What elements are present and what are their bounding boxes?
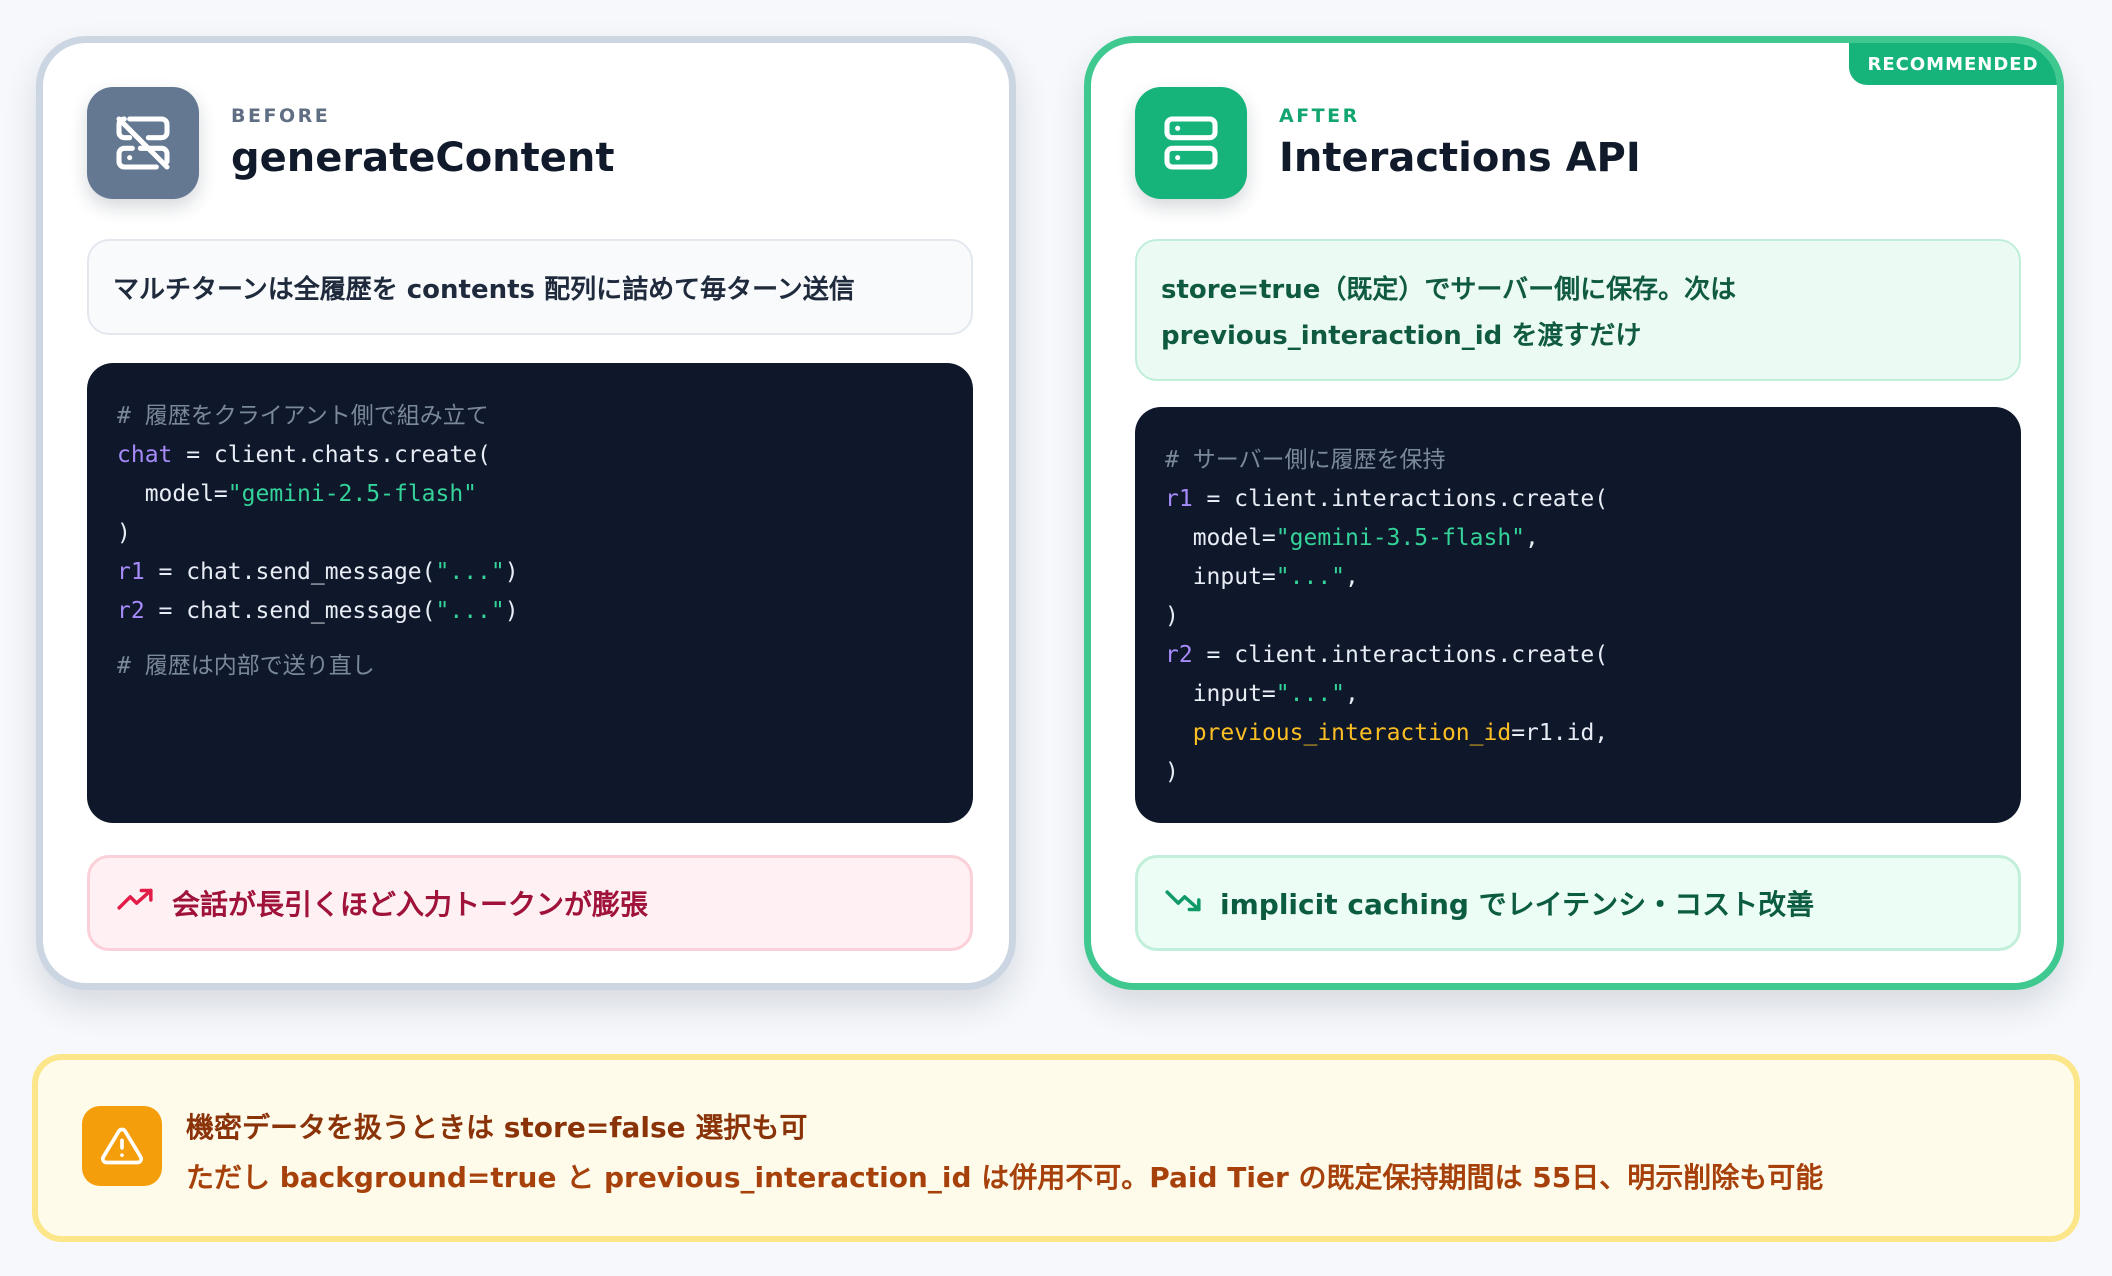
after-summary-line1: store=true（既定）でサーバー側に保存。次は <box>1161 275 1737 305</box>
code-text: ) <box>504 598 519 624</box>
warning-title: 機密データを扱うときは store=false 選択も可 <box>186 1111 808 1144</box>
after-note: implicit caching でレイテンシ・コスト改善 <box>1135 855 2021 951</box>
code-text: = chat.send_message( <box>144 559 436 585</box>
code-line: chat = client.chats.create( <box>117 436 943 475</box>
code-text: ) <box>1165 603 1179 629</box>
code-variable: chat <box>117 442 173 468</box>
recommended-badge: RECOMMENDED <box>1849 43 2057 85</box>
code-variable: r2 <box>117 598 145 624</box>
code-text: , <box>1345 564 1359 590</box>
code-line: model="gemini-3.5-flash", <box>1165 519 1991 558</box>
code-line: # サーバー側に履歴を保持 <box>1165 441 1991 480</box>
code-line: r2 = client.interactions.create( <box>1165 636 1991 675</box>
code-string: "gemini-2.5-flash" <box>227 481 478 507</box>
before-card: BEFORE generateContent マルチターンは全履歴を conte… <box>36 36 1016 990</box>
code-comment: # 履歴は内部で送り直し <box>117 653 375 679</box>
before-eyebrow: BEFORE <box>231 105 331 127</box>
code-line: r1 = chat.send_message("...") <box>117 553 943 592</box>
code-line: r1 = client.interactions.create( <box>1165 480 1991 519</box>
code-line: ) <box>117 514 943 553</box>
trending-down-icon <box>1164 881 1202 926</box>
code-string: "gemini-3.5-flash" <box>1275 525 1526 551</box>
after-code-block: # サーバー側に履歴を保持 r1 = client.interactions.c… <box>1135 407 2021 823</box>
trending-up-icon <box>116 881 154 926</box>
code-string: "..." <box>435 598 505 624</box>
before-summary: マルチターンは全履歴を contents 配列に詰めて毎ターン送信 <box>87 239 973 335</box>
code-line: # 履歴は内部で送り直し <box>117 647 943 686</box>
alert-triangle-icon <box>82 1106 162 1186</box>
code-string: "..." <box>1275 564 1346 590</box>
before-header: BEFORE generateContent <box>231 105 615 181</box>
server-icon <box>1135 87 1247 199</box>
code-variable: r1 <box>117 559 145 585</box>
code-string: "..." <box>1275 681 1346 707</box>
code-text: ) <box>1165 759 1179 785</box>
code-line: r2 = chat.send_message("...") <box>117 592 943 631</box>
code-text: ) <box>504 559 519 585</box>
after-title: Interactions API <box>1279 135 1641 181</box>
before-title: generateContent <box>231 135 615 181</box>
before-summary-text: マルチターンは全履歴を contents 配列に詰めて毎ターン送信 <box>113 274 855 305</box>
code-keyword: previous_interaction_id <box>1192 720 1512 746</box>
after-summary-line2: previous_interaction_id を渡すだけ <box>1161 321 1642 351</box>
server-off-icon <box>87 87 199 199</box>
code-line: ) <box>1165 753 1991 792</box>
code-line: ) <box>1165 597 1991 636</box>
warning-body: ただし background=true と previous_interacti… <box>186 1161 1824 1194</box>
before-note-text: 会話が長引くほど入力トークンが膨張 <box>172 888 649 921</box>
code-text: input= <box>1165 564 1276 590</box>
after-header: AFTER Interactions API <box>1279 105 1641 181</box>
after-summary: store=true（既定）でサーバー側に保存。次は previous_inte… <box>1135 239 2021 381</box>
code-text: = chat.send_message( <box>144 598 436 624</box>
code-text: ) <box>117 520 131 546</box>
code-text: = client.interactions.create( <box>1192 642 1609 668</box>
code-gap <box>117 631 943 647</box>
code-text <box>1165 720 1193 746</box>
before-note: 会話が長引くほど入力トークンが膨張 <box>87 855 973 951</box>
code-variable: r2 <box>1165 642 1193 668</box>
code-variable: r1 <box>1165 486 1193 512</box>
code-line: input="...", <box>1165 558 1991 597</box>
code-string: "..." <box>435 559 505 585</box>
code-line: model="gemini-2.5-flash" <box>117 475 943 514</box>
code-text: input= <box>1165 681 1276 707</box>
after-note-text: implicit caching でレイテンシ・コスト改善 <box>1220 888 1815 921</box>
code-comment: # サーバー側に履歴を保持 <box>1165 447 1446 473</box>
code-text: = client.interactions.create( <box>1192 486 1609 512</box>
code-line: # 履歴をクライアント側で組み立て <box>117 397 943 436</box>
before-code-block: # 履歴をクライアント側で組み立て chat = client.chats.cr… <box>87 363 973 823</box>
code-text: model= <box>1165 525 1276 551</box>
warning-banner: 機密データを扱うときは store=false 選択も可 ただし backgro… <box>32 1054 2080 1242</box>
after-eyebrow: AFTER <box>1279 105 1360 127</box>
code-comment: # 履歴をクライアント側で組み立て <box>117 403 489 429</box>
code-line: input="...", <box>1165 675 1991 714</box>
code-text: = client.chats.create( <box>172 442 491 468</box>
code-line: previous_interaction_id=r1.id, <box>1165 714 1991 753</box>
after-card: RECOMMENDED AFTER Interactions API store… <box>1084 36 2064 990</box>
code-text: , <box>1345 681 1359 707</box>
code-text: , <box>1525 525 1539 551</box>
code-text: =r1.id, <box>1511 720 1609 746</box>
code-text: model= <box>117 481 228 507</box>
